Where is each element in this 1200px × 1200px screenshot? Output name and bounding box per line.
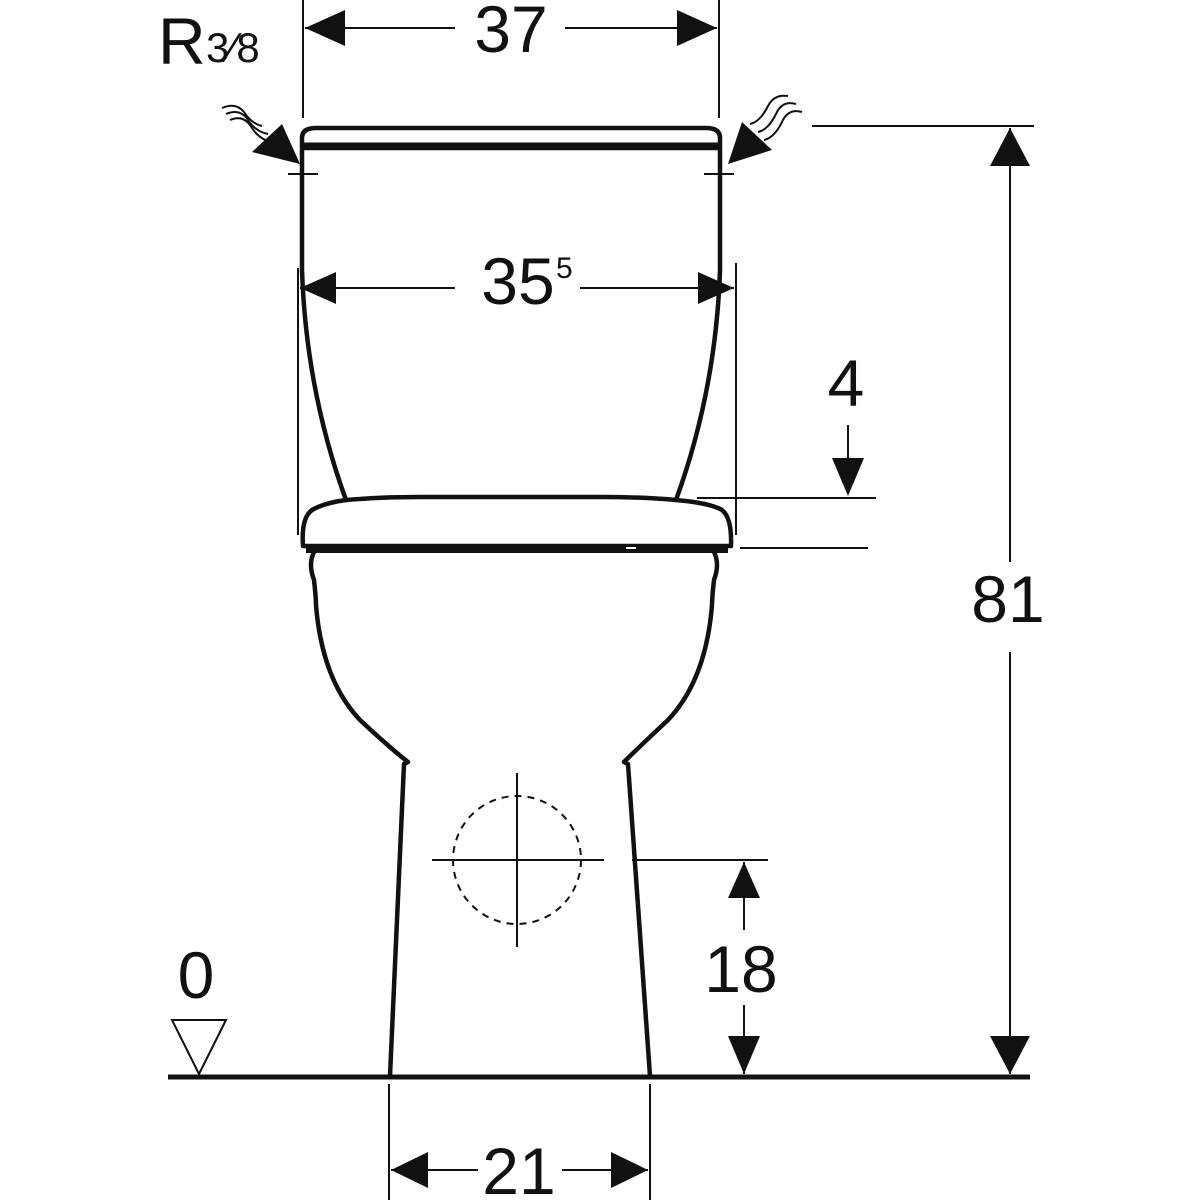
level-triangle-icon (170, 1019, 228, 1077)
arrow-up-icon (990, 128, 1030, 166)
floor-level-marker: 0 (170, 938, 228, 1077)
dim-foot-width: 21 (388, 1084, 651, 1200)
seat-lid (300, 494, 734, 549)
floor-level-label: 0 (178, 938, 215, 1012)
arrow-down-icon (832, 458, 864, 496)
arrow-right-icon (677, 10, 717, 46)
arrow-right-icon (611, 1152, 648, 1188)
dim-cistern-top-width: 37 (302, 0, 720, 118)
dim-seat-lid-thickness: 4 (697, 346, 876, 549)
cistern-body (299, 147, 349, 503)
dim-outlet-height: 18 (632, 859, 778, 1074)
arrow-up-icon (728, 862, 760, 898)
water-connection-annotation: R 3⁄8 (158, 4, 803, 164)
water-inlet-right-icon (728, 94, 803, 164)
arrow-left-icon (305, 10, 345, 46)
cistern-body-right (673, 147, 723, 503)
bowl-right (621, 549, 720, 1079)
cistern-lid (299, 125, 723, 151)
dim-4-label: 4 (828, 346, 865, 420)
arrow-down-icon (728, 1036, 760, 1074)
arrow-down-icon (990, 1036, 1030, 1074)
dim-18-label: 18 (704, 932, 777, 1006)
arrow-left-icon (391, 1152, 428, 1188)
connection-prefix: R (158, 4, 206, 78)
arrow-left-icon (300, 272, 336, 304)
dim-total-height: 81 (812, 125, 1045, 1074)
dim-81-label: 81 (971, 562, 1044, 636)
connection-fraction: 3⁄8 (206, 24, 260, 71)
dim-cistern-width: 35 5 (297, 244, 737, 535)
arrow-right-icon (698, 272, 734, 304)
water-inlet-left-icon (221, 104, 300, 164)
dim-21-label: 21 (482, 1134, 555, 1200)
dim-35-superscript: 5 (556, 252, 573, 285)
dim-35-label: 35 (481, 244, 554, 318)
dim-37-label: 37 (474, 0, 547, 66)
bowl (308, 549, 411, 1079)
